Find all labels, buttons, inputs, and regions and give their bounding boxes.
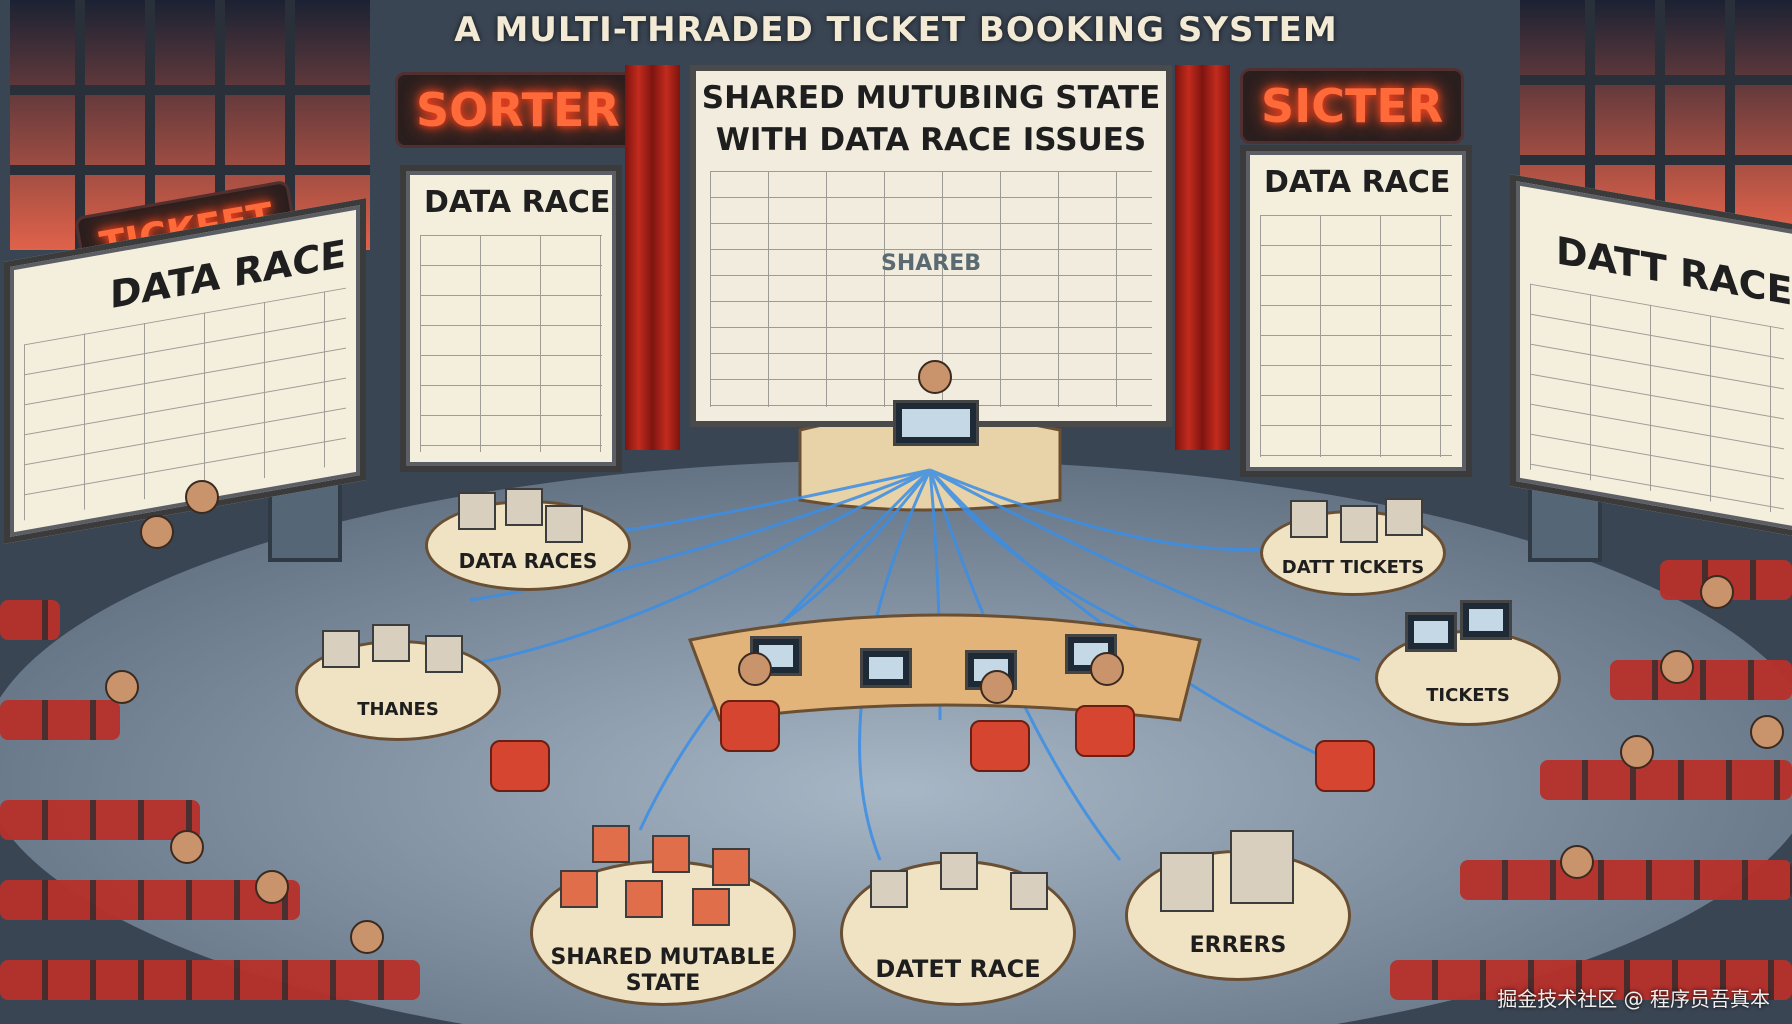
monitor [1460, 600, 1512, 640]
curtain-right [1175, 65, 1230, 450]
ticket-box [1385, 498, 1423, 536]
ticket-box [505, 488, 543, 526]
board-far-right: DATT RACE [1510, 174, 1792, 538]
board-left-title: DATA RACE [424, 185, 611, 220]
curtain-left [625, 65, 680, 450]
board-grid [24, 287, 346, 521]
ticket-box [652, 835, 690, 873]
ticket-box [1340, 505, 1378, 543]
table-bottom-right-label: ERRERS [1189, 933, 1287, 958]
chair [720, 700, 780, 752]
neon-sign-right: SICTER [1240, 68, 1465, 144]
board-grid [1260, 215, 1452, 457]
audience-person [105, 670, 139, 704]
clerk [980, 670, 1014, 704]
center-board-label: SHAREB [880, 251, 982, 276]
table-bottom-right: ERRERS [1125, 850, 1351, 981]
audience-person [1560, 845, 1594, 879]
ticket-box [1160, 852, 1214, 912]
chair [1315, 740, 1375, 792]
audience-person [1660, 650, 1694, 684]
audience-person [255, 870, 289, 904]
ticket-box [712, 848, 750, 886]
table-top-left-label: DATA RACES [458, 549, 598, 573]
ticket-box [592, 825, 630, 863]
seat-row [0, 600, 60, 640]
table-top-right-label: DATT TICKETS [1281, 557, 1425, 578]
ticket-box [625, 880, 663, 918]
clerk [1090, 652, 1124, 686]
board-right-title: DATA RACE [1264, 165, 1451, 200]
audience-person [1700, 575, 1734, 609]
board-grid [1530, 283, 1784, 515]
seat-row [1610, 660, 1792, 700]
clerk [738, 652, 772, 686]
watermark: 掘金技术社区 @ 程序员吾真本 [1497, 987, 1770, 1011]
audience-person [350, 920, 384, 954]
ticket-box [322, 630, 360, 668]
board-grid [420, 235, 602, 452]
table-bottom-center-label: DATET RACE [875, 955, 1041, 983]
seat-row [1540, 760, 1792, 800]
chair [490, 740, 550, 792]
chair [1075, 705, 1135, 757]
seat-row [0, 880, 300, 920]
ticket-box [458, 492, 496, 530]
audience-person [1620, 735, 1654, 769]
board-left: DATA RACE [400, 165, 622, 472]
seat-row [1460, 860, 1792, 900]
ticket-box [692, 888, 730, 926]
seat-row [0, 960, 420, 1000]
floor [0, 460, 1792, 1024]
audience-person [1750, 715, 1784, 749]
monitor [860, 648, 912, 688]
ticket-box [1230, 830, 1294, 904]
table-mid-left-label: THANES [357, 699, 439, 720]
ticket-box [425, 635, 463, 673]
scene-title: A MULTI-THRADED TICKET BOOKING SYSTEM [454, 10, 1338, 50]
table-bottom-left-label: SHARED MUTABLE STATE [550, 945, 776, 996]
seat-row [0, 800, 200, 840]
ticket-box [1010, 872, 1048, 910]
seat-row [1390, 960, 1792, 1000]
seat-row [0, 700, 120, 740]
central-operator [918, 360, 952, 394]
ticket-box [560, 870, 598, 908]
ticket-box [870, 870, 908, 908]
ticket-box [940, 852, 978, 890]
audience-person [185, 480, 219, 514]
chair [970, 720, 1030, 772]
board-right: DATA RACE [1240, 145, 1472, 477]
neon-sign-left: SORTER [395, 72, 641, 148]
audience-person [140, 515, 174, 549]
central-monitor [893, 400, 979, 446]
ticket-box [545, 505, 583, 543]
table-mid-right-label: TICKETS [1426, 685, 1510, 706]
audience-person [170, 830, 204, 864]
ticket-box [372, 624, 410, 662]
table-mid-right: TICKETS [1375, 630, 1561, 726]
ticket-box [1290, 500, 1328, 538]
monitor [1405, 612, 1457, 652]
center-board-title: SHARED MUTUBING STATE WITH DATA RACE ISS… [701, 80, 1161, 158]
